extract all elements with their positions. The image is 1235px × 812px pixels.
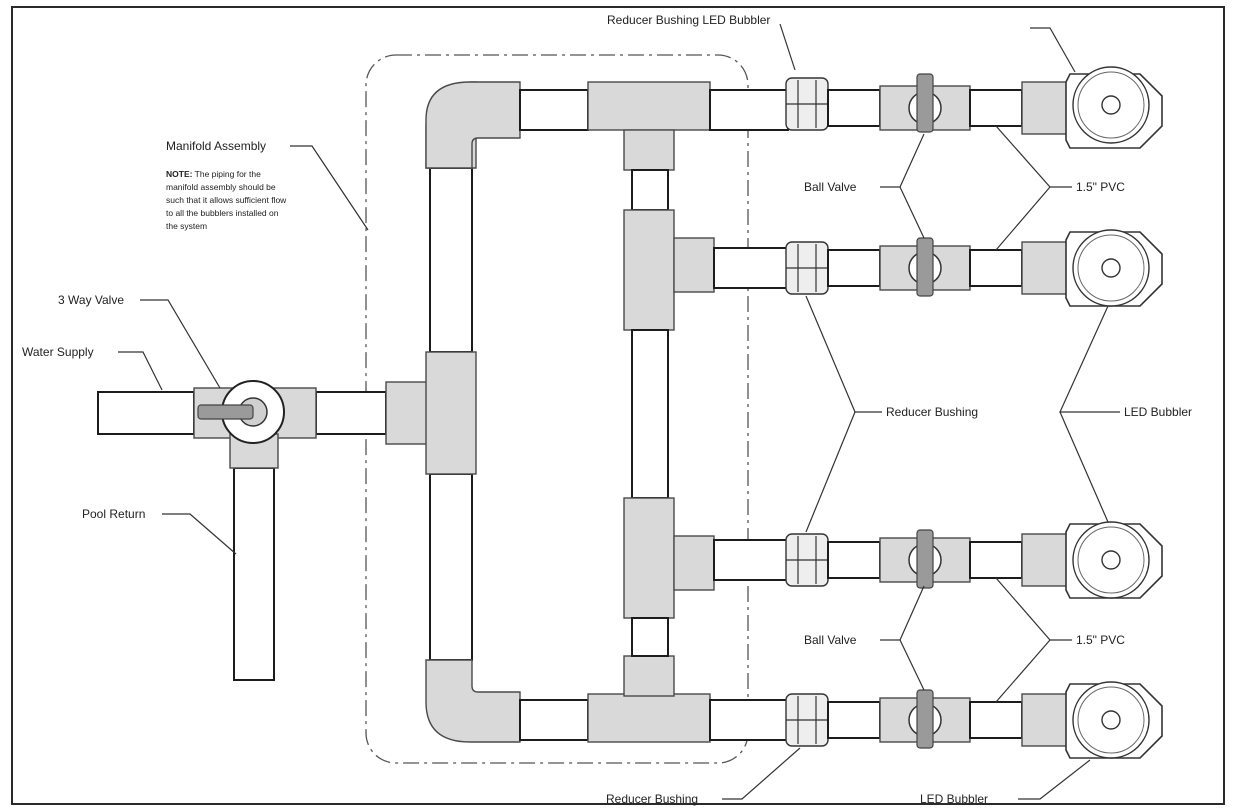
- pool-return-pipe: [233, 467, 275, 681]
- manifold-boundary: [365, 54, 749, 764]
- valve-handle-icon: [916, 237, 934, 297]
- label-three-way-valve: 3 Way Valve: [58, 293, 124, 307]
- valve-handle-icon: [916, 73, 934, 133]
- note-bold: NOTE:: [166, 169, 193, 179]
- manifold-note-line-5: the system: [166, 221, 207, 231]
- valve-handle-icon: [197, 404, 254, 420]
- branch-1: [785, 66, 1163, 149]
- manifold-note-line-4: to all the bubblers installed on: [166, 208, 279, 218]
- label-reducer-bushing-led-bubbler: Reducer Bushing LED Bubbler: [607, 13, 770, 27]
- branch-4: [785, 681, 1163, 759]
- water-supply-pipe: [97, 391, 195, 435]
- three-way-valve: [193, 380, 317, 469]
- manifold-note-line-2: manifold assembly should be: [166, 182, 276, 192]
- label-pvc-lower: 1.5" PVC: [1076, 633, 1125, 647]
- valve-handle-icon: [916, 689, 934, 749]
- label-ball-valve-upper: Ball Valve: [804, 180, 857, 194]
- label-pvc-upper: 1.5" PVC: [1076, 180, 1125, 194]
- manifold-bottom-run: [519, 655, 789, 743]
- label-reducer-bushing-bottom: Reducer Bushing: [606, 792, 698, 806]
- branch-2: [785, 229, 1163, 307]
- label-water-supply: Water Supply: [22, 345, 94, 359]
- manifold-note-line-1: NOTE: The piping for the: [166, 169, 261, 179]
- label-manifold-assembly: Manifold Assembly: [166, 139, 266, 153]
- manifold-note-line-3: such that it allows sufficient flow: [166, 195, 287, 205]
- manifold-center-run: [623, 169, 789, 657]
- manifold-left-run: [385, 81, 521, 743]
- label-reducer-bushing-mid: Reducer Bushing: [886, 405, 978, 419]
- label-pool-return: Pool Return: [82, 507, 145, 521]
- note-text-1: The piping for the: [192, 169, 261, 179]
- label-ball-valve-lower: Ball Valve: [804, 633, 857, 647]
- outlet-pipe-to-manifold: [315, 391, 387, 435]
- leader-lines: [118, 23, 1120, 800]
- label-led-bubbler-mid: LED Bubbler: [1124, 405, 1192, 419]
- label-led-bubbler-bottom: LED Bubbler: [920, 792, 988, 806]
- valve-handle-icon: [916, 529, 934, 589]
- top-elbow-body: [425, 81, 521, 169]
